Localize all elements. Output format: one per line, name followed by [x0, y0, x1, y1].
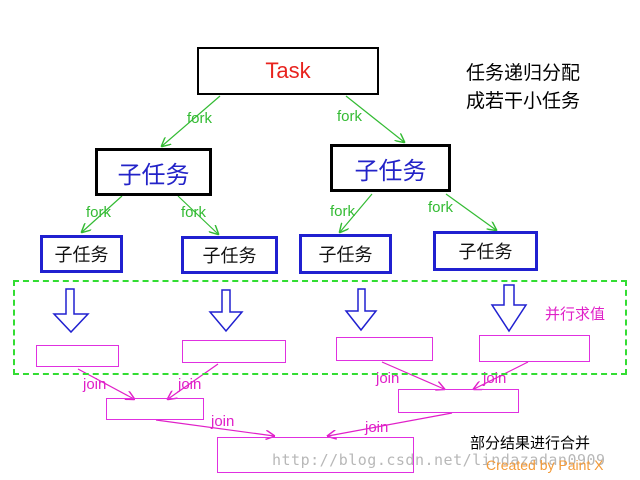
join-label: join [178, 376, 202, 393]
fork-arrow [82, 195, 123, 232]
fork-arrow [445, 193, 496, 230]
down-arrow-icon [344, 288, 378, 332]
down-arrow-icon [208, 289, 244, 333]
subtask-label: 子任务 [458, 242, 513, 263]
join-arrow [381, 361, 444, 389]
subtask-label: 子任务 [117, 160, 190, 189]
subtask-node-l1: 子任务 [330, 144, 451, 192]
subtask-node-l1: 子任务 [95, 148, 212, 196]
partial-result-box [36, 345, 119, 367]
fork-label: fork [187, 110, 213, 127]
subtask-node-l2: 子任务 [40, 235, 123, 273]
join-label: join [365, 419, 389, 436]
partial-result-box [479, 335, 590, 362]
fork-arrow [177, 195, 218, 234]
subtask-label: 子任务 [318, 245, 373, 266]
watermark: http://blog.csdn.net/lindazadan0909 [272, 451, 606, 469]
fork-label: fork [337, 108, 363, 125]
final-result-box [217, 437, 414, 473]
join-arrow [328, 412, 453, 436]
parallel-note: 并行求值 [545, 305, 606, 323]
join-label: join [376, 370, 400, 387]
task-node: Task [197, 47, 379, 95]
fork-label: fork [330, 203, 356, 220]
subtask-node-l2: 子任务 [299, 234, 392, 274]
partial-result-box [336, 337, 433, 361]
subtask-label: 子任务 [202, 246, 257, 267]
down-arrow-icon [490, 284, 528, 333]
join-label: join [83, 376, 107, 393]
fork-label: fork [181, 204, 207, 221]
split-note-line: 成若干小任务 [466, 90, 581, 112]
credit-text: Created by Paint X [486, 457, 604, 473]
fork-label: fork [428, 199, 454, 216]
subtask-label: 子任务 [354, 156, 427, 185]
merged-result-box [106, 398, 204, 420]
fork-arrow [162, 95, 221, 146]
subtask-node-l2: 子任务 [433, 231, 538, 271]
split-note-line: 任务递归分配 [466, 62, 581, 84]
subtask-node-l2: 子任务 [181, 236, 278, 274]
partial-result-box [182, 340, 286, 363]
join-label: join [211, 413, 235, 430]
fork-label: fork [86, 204, 112, 221]
join-arrow [168, 363, 219, 399]
join-arrow [155, 419, 274, 436]
down-arrow-icon [52, 288, 90, 334]
task-label: Task [265, 58, 311, 83]
merge-note: 部分结果进行合并 [470, 434, 591, 452]
join-arrow [474, 361, 529, 389]
subtask-label: 子任务 [54, 245, 109, 266]
split-note: 任务递归分配 成若干小任务 [466, 59, 580, 115]
parallel-zone [13, 280, 627, 375]
fork-arrow [345, 95, 404, 142]
merged-result-box [398, 389, 519, 413]
join-label: join [483, 370, 507, 387]
fork-arrow [340, 193, 373, 232]
